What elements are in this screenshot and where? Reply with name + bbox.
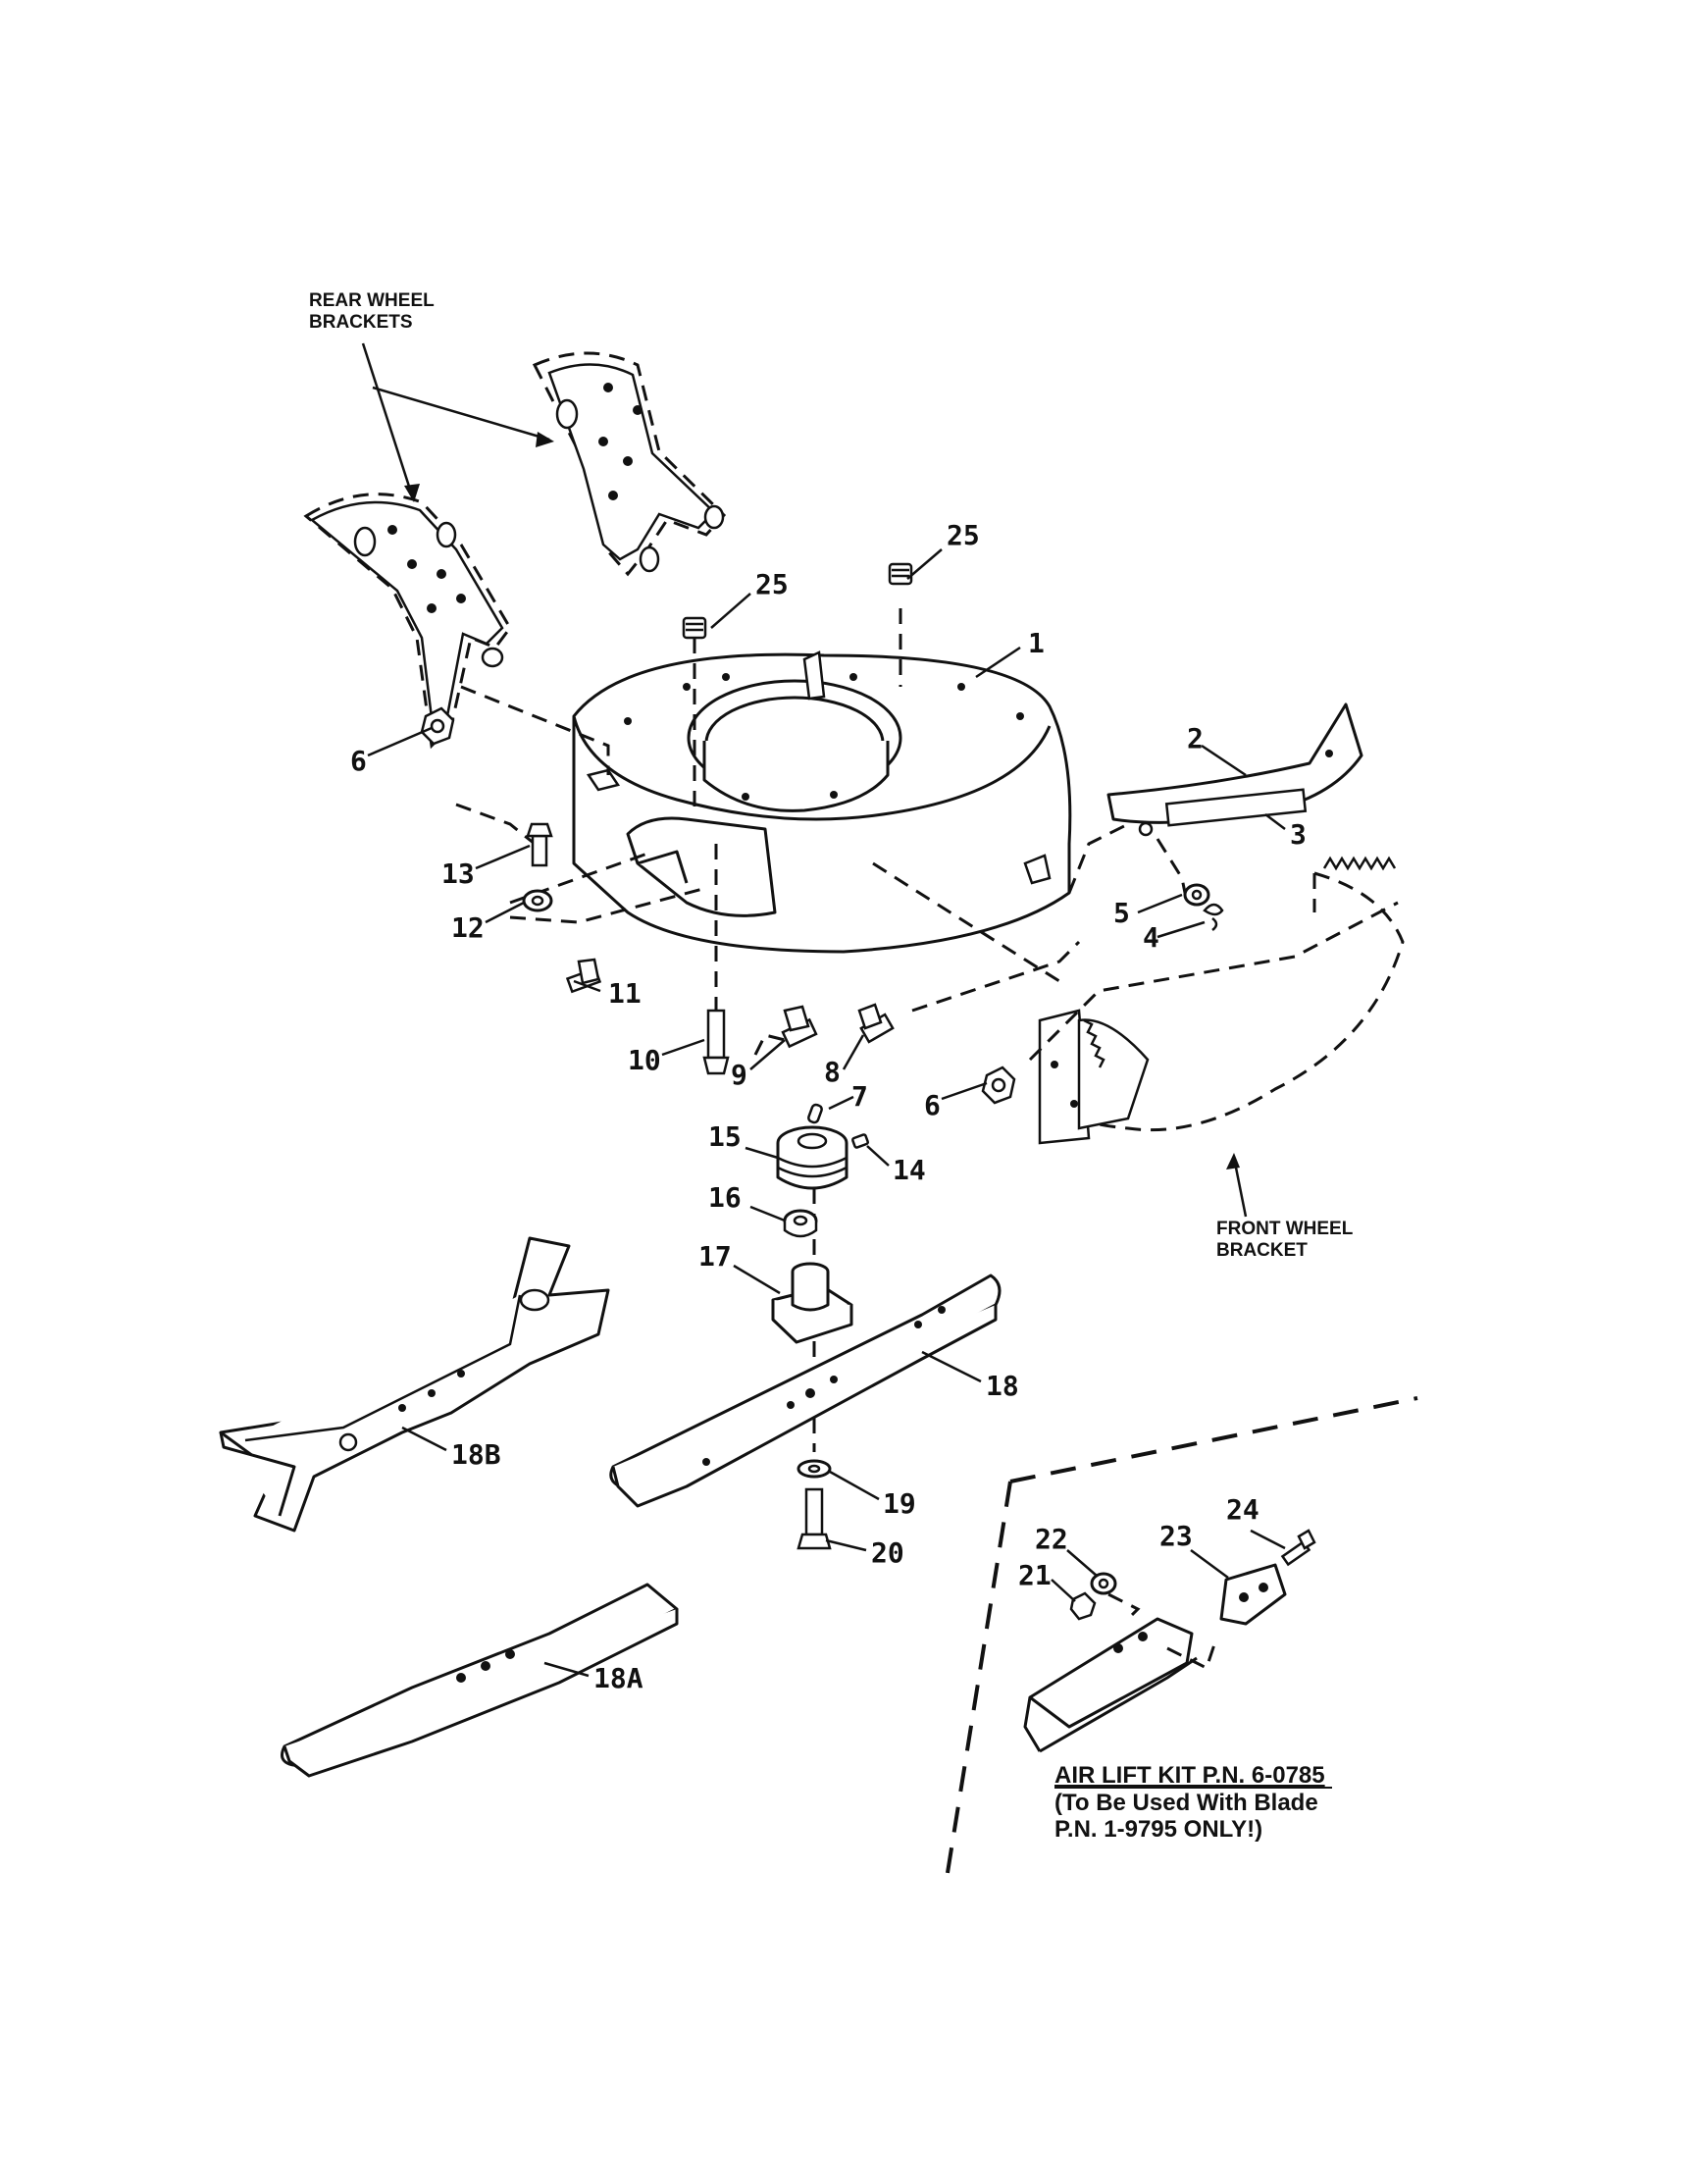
setscrew-14	[851, 1133, 869, 1149]
locknut-21	[1069, 1591, 1097, 1621]
callout-14: 14	[893, 1154, 926, 1186]
callout-18: 18	[986, 1370, 1019, 1402]
bolt-20	[797, 1487, 832, 1550]
callout-11: 11	[608, 977, 642, 1010]
plug-25-right	[888, 562, 913, 586]
locknut-6-front	[981, 1066, 1016, 1105]
callout-6-rear: 6	[350, 745, 367, 777]
callout-9: 9	[731, 1059, 747, 1091]
callout-numbers: 1 2 3 4 5 6 6 7 8 9 10 11 12 13 14 15 16…	[350, 519, 1307, 1694]
mower-deck-housing	[572, 650, 1072, 954]
blade-adapter-17	[771, 1262, 853, 1344]
rear-wheel-brackets-label-line2: BRACKETS	[309, 312, 413, 333]
wing-nut-4	[1203, 903, 1224, 931]
deflector-strip	[1106, 702, 1363, 837]
rear-wheel-bracket-right	[532, 351, 727, 577]
callout-22: 22	[1035, 1523, 1068, 1555]
air-lift-plate-23	[1219, 1563, 1287, 1626]
air-lift-kit-line2: (To Be Used With Blade	[1054, 1790, 1318, 1816]
washer-12	[522, 889, 553, 912]
rear-wheel-brackets-label-line1: REAR WHEEL	[309, 290, 435, 311]
callout-1: 1	[1028, 627, 1045, 659]
rear-wheel-bracket-left	[303, 493, 512, 750]
plug-25-left	[682, 616, 707, 640]
callout-18a: 18A	[593, 1662, 643, 1694]
air-lift-kit-title: AIR LIFT KIT P.N. 6-0785	[1054, 1762, 1325, 1789]
callout-12: 12	[451, 911, 485, 944]
callout-23: 23	[1159, 1520, 1193, 1552]
bolt-13	[526, 822, 553, 867]
bolt-11	[565, 958, 602, 994]
callout-18b: 18B	[451, 1438, 501, 1471]
callout-25-right: 25	[947, 519, 980, 551]
spacer-16	[783, 1209, 818, 1238]
callout-24: 24	[1226, 1493, 1259, 1526]
blade-18b	[219, 1236, 610, 1533]
front-wheel-bracket-label-line2: BRACKET	[1216, 1240, 1308, 1261]
washer-5	[1183, 883, 1210, 907]
callout-8: 8	[824, 1056, 841, 1088]
air-lift-kit-section	[945, 1396, 1418, 1880]
key-7	[807, 1103, 823, 1124]
callout-19: 19	[883, 1487, 916, 1520]
callout-16: 16	[708, 1181, 742, 1214]
bolt-8	[857, 1003, 895, 1044]
callout-7: 7	[851, 1080, 868, 1113]
callout-3: 3	[1290, 818, 1307, 851]
callout-4: 4	[1143, 921, 1159, 954]
callout-25-left: 25	[755, 568, 789, 600]
callout-5: 5	[1113, 897, 1130, 929]
bolt-24	[1280, 1529, 1316, 1567]
front-wheel-bracket-label-line1: FRONT WHEEL	[1216, 1219, 1354, 1239]
diagram-labels: REAR WHEEL BRACKETS FRONT WHEEL BRACKET …	[309, 290, 1354, 1843]
blade-18	[609, 1274, 1002, 1508]
bolt-10	[702, 1009, 730, 1075]
callout-15: 15	[708, 1120, 742, 1153]
callout-21: 21	[1018, 1559, 1052, 1591]
washer-22	[1090, 1572, 1117, 1595]
callout-20: 20	[871, 1536, 904, 1569]
callout-6-front: 6	[924, 1089, 941, 1121]
leader-lines	[361, 342, 1286, 1678]
callout-13: 13	[441, 858, 475, 890]
air-lift-kit-line3: P.N. 1-9795 ONLY!)	[1054, 1816, 1262, 1843]
callout-10: 10	[628, 1044, 661, 1076]
callout-17: 17	[698, 1240, 732, 1273]
front-wheel-bracket	[1038, 856, 1405, 1145]
blade-18a	[281, 1583, 679, 1778]
pulley-15	[776, 1125, 848, 1190]
bolt-9	[781, 1005, 818, 1049]
washer-19	[797, 1459, 832, 1479]
callout-2: 2	[1187, 722, 1204, 754]
